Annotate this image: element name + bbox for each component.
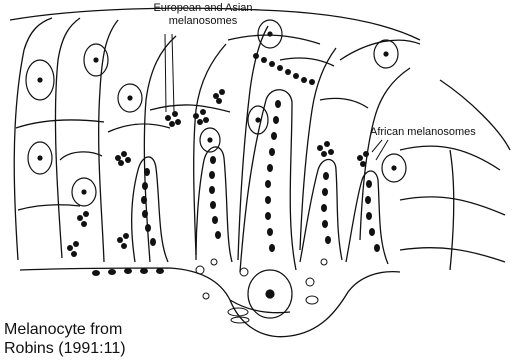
figure-caption: Melanocyte from Robins (1991:11) bbox=[4, 320, 126, 358]
european-asian-melanosomes-label: European and Asian melanosomes bbox=[118, 2, 288, 28]
african-melanosomes-label: African melanosomes bbox=[370, 126, 476, 139]
